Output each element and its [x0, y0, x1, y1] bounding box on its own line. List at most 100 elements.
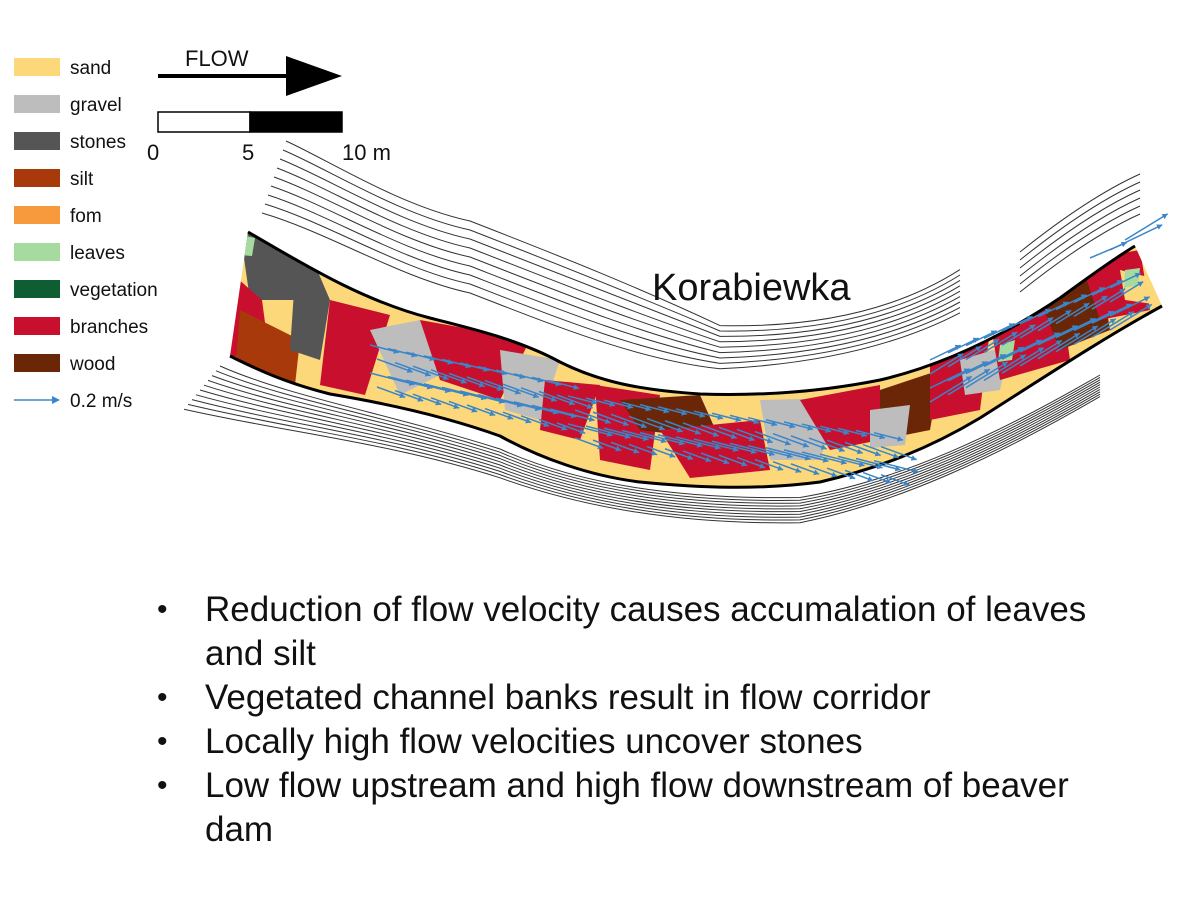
velocity-vector-head [983, 369, 990, 375]
velocity-vector [718, 426, 755, 441]
legend-swatch-sand [14, 58, 60, 76]
legend: sandgravelstonessiltfomleavesvegetationb… [14, 58, 158, 412]
legend-swatch-fom [14, 206, 60, 224]
velocity-vector-head [843, 429, 850, 436]
velocity-vector [1109, 272, 1141, 289]
velocity-vector [1073, 295, 1108, 318]
velocity-vector [983, 346, 1024, 368]
velocity-vector [1019, 308, 1051, 325]
velocity-vector [1091, 310, 1135, 338]
velocity-vector [844, 441, 881, 457]
velocity-vector-head [820, 444, 827, 450]
velocity-vector [929, 352, 964, 375]
velocity-vector [783, 449, 829, 462]
velocity-vector [736, 428, 773, 444]
contour-line [1019, 173, 1141, 253]
velocity-vector-head [507, 414, 514, 420]
velocity-vector [495, 397, 541, 411]
velocity-vector-head [442, 374, 449, 381]
velocity-vector [947, 337, 979, 354]
velocity-vector-head [822, 457, 829, 463]
contour-line [191, 391, 1101, 518]
velocity-vector [502, 383, 539, 398]
velocity-vector [538, 390, 575, 406]
velocity-vector-head [831, 471, 838, 478]
velocity-vector [965, 353, 1006, 375]
velocity-vector-head [1134, 272, 1141, 279]
velocity-vector [1073, 286, 1105, 304]
velocity-vector-head [730, 433, 737, 440]
velocity-vector-head [741, 461, 748, 467]
velocity-vector-head [1073, 333, 1080, 339]
bullet-item: Vegetated channel banks result in flow c… [155, 676, 1145, 720]
velocity-vector-head [867, 476, 874, 482]
velocity-vector [983, 322, 1015, 340]
velocity-vector [1037, 309, 1072, 332]
velocity-vector [754, 430, 791, 446]
flow-indicator: FLOW [158, 46, 342, 96]
velocity-vector-head [759, 463, 766, 469]
velocity-vector [412, 365, 449, 380]
velocity-vector [947, 360, 988, 382]
velocity-vector [1001, 346, 1045, 374]
velocity-vector [1019, 316, 1054, 339]
velocity-vector-head [1156, 224, 1163, 230]
contour-line [199, 386, 1101, 513]
velocity-vector-head [957, 353, 964, 359]
contour-line [270, 185, 961, 354]
legend-label-wood: wood [69, 354, 115, 375]
velocity-vector-head [777, 465, 784, 471]
velocity-vector-head [696, 442, 703, 448]
velocity-vector [1124, 213, 1169, 241]
contour-line [264, 203, 961, 364]
bullet-list: Reduction of flow velocity causes accuma… [155, 588, 1145, 852]
velocity-vector-head [723, 458, 730, 465]
velocity-vector-head [856, 448, 863, 455]
bullet-item: Reduction of flow velocity causes accuma… [155, 588, 1145, 676]
velocity-vector [747, 444, 793, 458]
velocity-vector [983, 331, 1018, 354]
velocity-vector-head [417, 396, 424, 402]
velocity-vector [549, 408, 595, 422]
velocity-vector [1001, 324, 1036, 346]
velocity-vector-head [1083, 303, 1090, 309]
contour-line [195, 388, 1101, 515]
velocity-vector-head [965, 376, 972, 382]
velocity-vector [1001, 315, 1033, 332]
velocity-vector-head [615, 445, 622, 452]
velocity-vector [567, 423, 613, 437]
velocity-vector-head [1119, 288, 1126, 295]
velocity-vector [947, 345, 982, 368]
velocity-vector-head [604, 418, 611, 424]
velocity-vector-head [1161, 213, 1168, 220]
velocity-vector [675, 436, 721, 450]
velocity-vector-head [1029, 324, 1036, 331]
velocity-vector [1091, 303, 1132, 324]
velocity-vector-head [514, 389, 521, 395]
velocity-vector [1055, 317, 1096, 339]
contour-line [276, 167, 961, 343]
velocity-vector [405, 379, 451, 393]
velocity-vector [466, 376, 503, 391]
velocity-vector [1055, 294, 1087, 311]
velocity-vector [423, 383, 469, 396]
velocity-vector [682, 422, 719, 437]
velocity-vector-head [687, 454, 694, 460]
velocity-vector [459, 390, 505, 404]
velocity-vector-head [694, 429, 701, 435]
velocity-vector-head [849, 473, 856, 480]
velocity-vector [1109, 280, 1144, 303]
velocity-vector-head [771, 420, 778, 427]
velocity-vector [610, 413, 647, 429]
velocity-vector-head [478, 381, 485, 388]
velocity-vector-head [651, 450, 658, 456]
velocity-vector-head [717, 414, 724, 420]
velocity-vector-head [399, 392, 406, 399]
contour-line [211, 375, 1101, 504]
velocity-vector [1037, 332, 1081, 360]
velocity-vector-head [1055, 340, 1062, 346]
velocity-vector-head [1037, 347, 1044, 353]
velocity-vector-head [795, 467, 802, 473]
velocity-vector-head [453, 403, 460, 409]
contour-line [1019, 197, 1141, 277]
